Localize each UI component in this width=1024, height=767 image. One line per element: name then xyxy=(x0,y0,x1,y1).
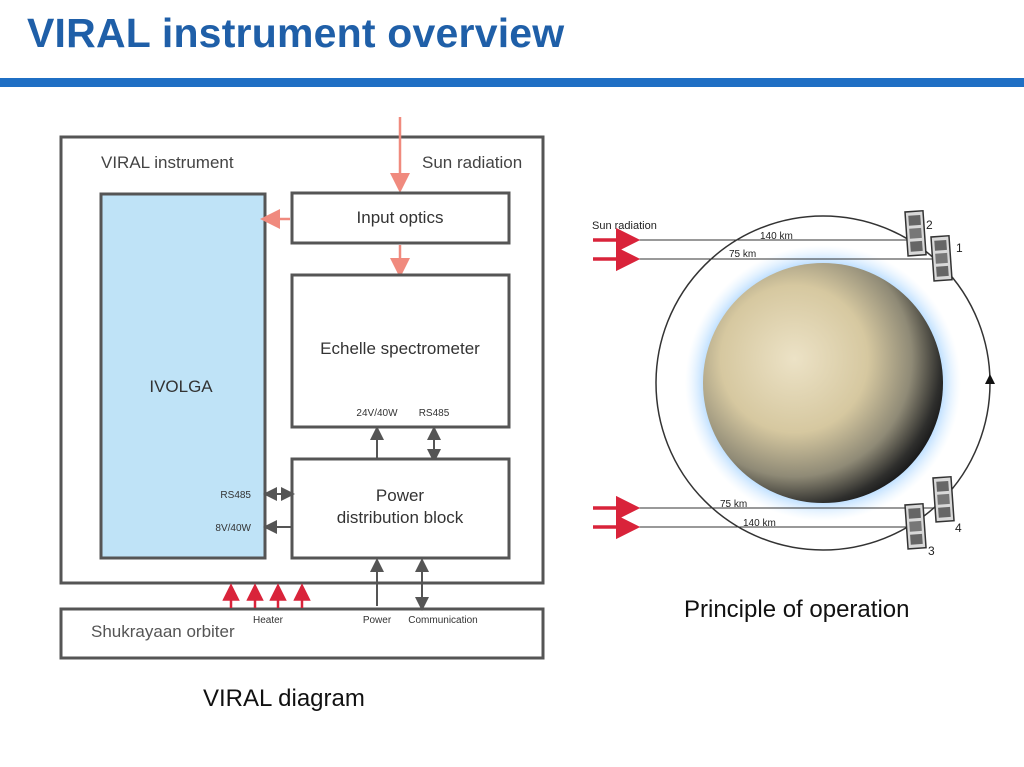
echelle-box xyxy=(290,273,511,429)
power-block-label-2: distribution block xyxy=(337,508,464,527)
satellite-1-icon xyxy=(930,234,953,282)
slide-title: VIRAL instrument overview xyxy=(27,10,565,56)
ivolga-port-rs485: RS485 xyxy=(220,490,251,501)
power-distribution-box xyxy=(290,457,511,560)
viral-instrument-label: VIRAL instrument xyxy=(101,153,234,172)
ivolga-box xyxy=(99,192,267,560)
satellite-1-label: 1 xyxy=(956,241,963,255)
sun-radiation-label-right: Sun radiation xyxy=(592,220,657,232)
viral-diagram: VIRAL instrument Sun radiation IVOLGA RS… xyxy=(59,117,545,660)
bottom-75km-label: 75 km xyxy=(720,499,747,510)
input-optics-box xyxy=(290,191,511,245)
top-75km-label: 75 km xyxy=(729,249,756,260)
orbiter-label: Shukrayaan orbiter xyxy=(91,622,235,641)
viral-diagram-caption: VIRAL diagram xyxy=(203,685,365,712)
ivolga-port-power: 8V/40W xyxy=(215,523,251,534)
satellite-2-icon xyxy=(904,209,927,257)
principle-of-operation: Sun radiation 140 km 75 km 75 km 140 km xyxy=(592,209,995,558)
title-rule xyxy=(0,78,1024,87)
satellite-4-label: 4 xyxy=(955,521,962,535)
principle-caption: Principle of operation xyxy=(684,596,910,623)
echelle-port-rs485: RS485 xyxy=(419,408,450,419)
satellite-2-label: 2 xyxy=(926,218,933,232)
venus-planet xyxy=(703,263,943,503)
bottom-140km-label: 140 km xyxy=(743,518,776,529)
communication-label: Communication xyxy=(408,615,477,626)
orbiter-box xyxy=(59,607,545,660)
echelle-port-power: 24V/40W xyxy=(356,408,398,419)
power-label: Power xyxy=(363,615,392,626)
satellite-3-label: 3 xyxy=(928,544,935,558)
satellite-4-icon xyxy=(932,475,955,523)
ivolga-label: IVOLGA xyxy=(149,377,213,396)
heater-label: Heater xyxy=(253,615,284,626)
echelle-label: Echelle spectrometer xyxy=(320,339,480,358)
orbit-direction-arrow xyxy=(985,374,995,384)
input-optics-label: Input optics xyxy=(357,208,444,227)
top-140km-label: 140 km xyxy=(760,231,793,242)
satellite-3-icon xyxy=(904,502,927,550)
sun-radiation-label: Sun radiation xyxy=(422,153,522,172)
power-block-label-1: Power xyxy=(376,486,425,505)
